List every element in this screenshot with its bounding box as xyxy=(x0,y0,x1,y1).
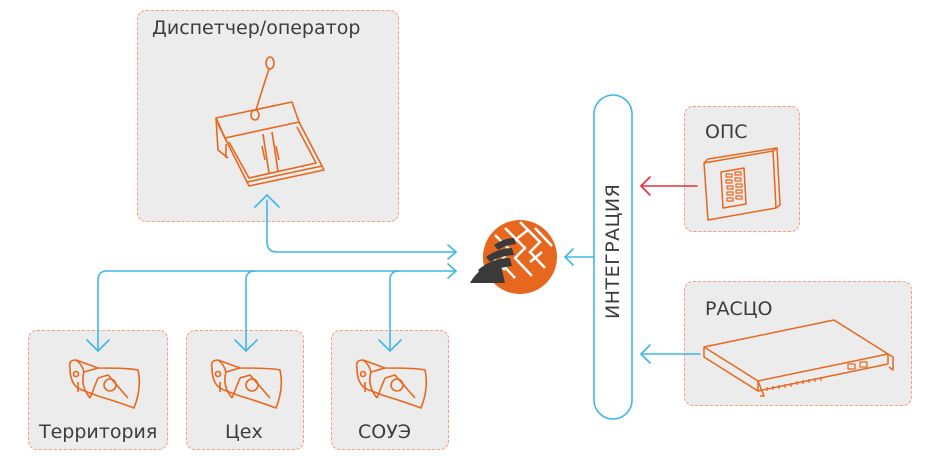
network-globe-logo-icon xyxy=(470,220,557,294)
link-soue xyxy=(389,270,400,351)
dispatcher-label: Диспетчер/оператор xyxy=(152,17,361,39)
workshop-label: Цех xyxy=(225,421,263,443)
arrow-to-hub-1 xyxy=(447,244,457,260)
fire-alarm-panel-icon xyxy=(703,147,781,221)
arrow-to-workshop xyxy=(234,339,258,352)
rasco-label: РАСЦО xyxy=(705,298,773,320)
horn-speaker-icon xyxy=(68,359,141,409)
ops-box: ОПС xyxy=(684,106,800,232)
ops-label: ОПС xyxy=(705,121,748,143)
soue-label: СОУЭ xyxy=(358,421,412,443)
link-dispatcher-hub xyxy=(266,199,457,253)
arrow-to-dispatcher xyxy=(254,194,280,208)
arrow-to-territory xyxy=(86,339,110,352)
arrow-to-soue xyxy=(378,339,402,352)
arrow-to-hub-2 xyxy=(447,263,457,279)
arrow-ops-integration xyxy=(640,176,651,196)
link-workshop xyxy=(245,270,256,351)
link-hub-speakers xyxy=(97,270,457,351)
horn-speaker-icon xyxy=(355,359,428,409)
horn-speaker-icon xyxy=(210,359,283,409)
arrow-rasco-integration xyxy=(640,344,651,364)
rack-unit-device-icon xyxy=(703,319,894,397)
territory-box: Территория xyxy=(28,330,168,450)
arrow-integration-hub xyxy=(564,248,574,266)
dispatcher-box: Диспетчер/оператор xyxy=(137,10,399,222)
console-microphone-icon xyxy=(215,56,325,187)
integration-label: ИНТЕГРАЦИЯ xyxy=(602,183,624,319)
territory-label: Территория xyxy=(39,421,158,443)
